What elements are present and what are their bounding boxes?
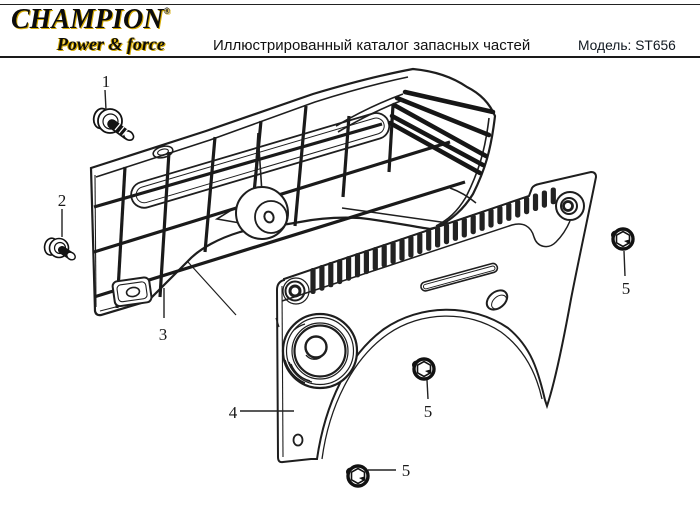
svg-text:3: 3 xyxy=(159,325,168,344)
svg-text:2: 2 xyxy=(58,191,67,210)
svg-text:5: 5 xyxy=(402,461,411,480)
svg-text:5: 5 xyxy=(424,402,433,421)
svg-text:5: 5 xyxy=(622,279,631,298)
svg-text:1: 1 xyxy=(102,72,111,91)
svg-text:4: 4 xyxy=(229,403,238,422)
